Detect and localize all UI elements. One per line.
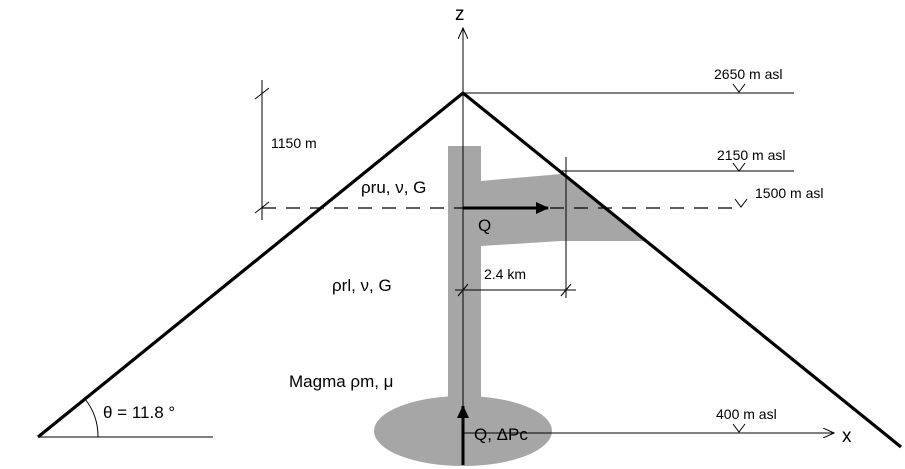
elevation-marker-1500	[734, 198, 748, 208]
magma-label: Magma ρm, μ	[289, 372, 393, 391]
elevation-marker-2150	[732, 162, 746, 172]
slope-angle-arc	[84, 398, 99, 438]
upper-rock-label: ρru, ν, G	[361, 178, 426, 197]
height-dimension-tick-top	[254, 87, 270, 100]
elevation-label-2650: 2650 m asl	[714, 66, 782, 82]
elevation-label-2150: 2150 m asl	[717, 147, 785, 163]
elevation-label-1500: 1500 m asl	[755, 185, 823, 201]
x-axis-label: x	[842, 426, 852, 447]
chamber-flux-label: Q, ΔPc	[474, 425, 528, 444]
sill-length-tick-right	[560, 283, 572, 297]
height-dimension-label: 1150 m	[271, 135, 317, 151]
sill-flux-label: Q	[478, 216, 491, 235]
slope-angle-label: θ = 11.8 °	[103, 403, 175, 422]
elevation-label-400: 400 m asl	[716, 406, 777, 422]
z-axis-label: z	[455, 4, 465, 25]
lower-rock-label: ρrl, ν, G	[332, 276, 392, 295]
elevation-marker-2650	[732, 83, 746, 93]
height-dimension-tick-bottom	[254, 201, 270, 214]
elevation-marker-400	[732, 423, 746, 433]
magma-conduit	[448, 146, 481, 406]
magma-sill	[481, 174, 644, 246]
sill-length-label: 2.4 km	[484, 266, 526, 282]
sill-length-tick-left	[457, 283, 469, 297]
